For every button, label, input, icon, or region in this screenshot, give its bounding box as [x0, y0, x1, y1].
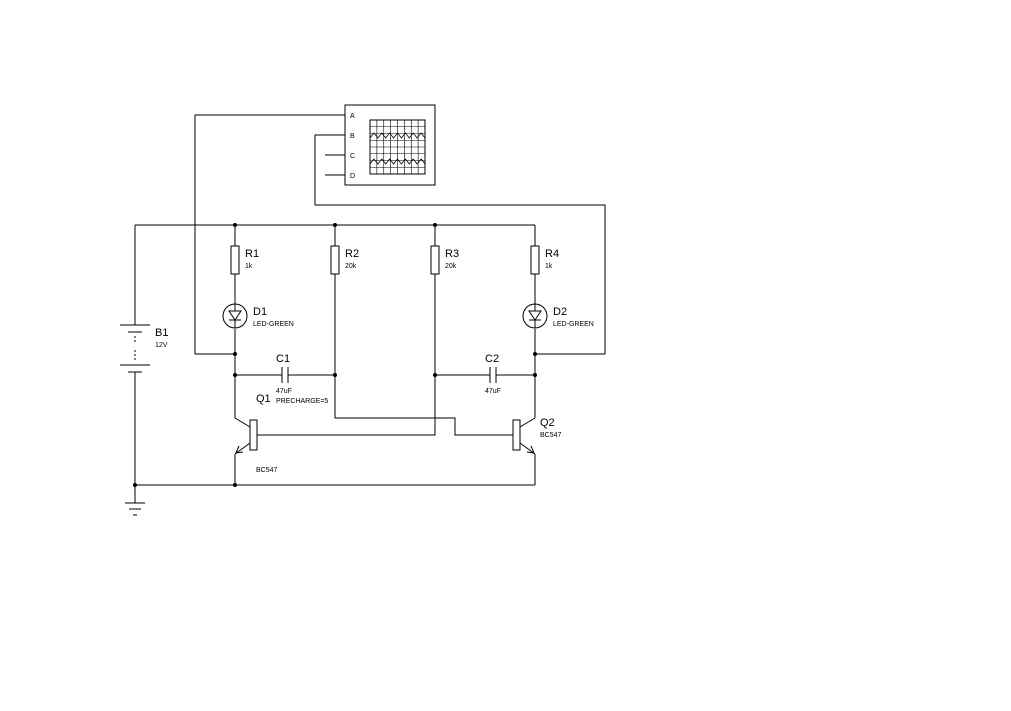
capacitor-c1[interactable]: C1 47uF PRECHARGE=5 — [276, 353, 328, 405]
resistor-ref: R1 — [245, 248, 259, 260]
junction-dot — [533, 352, 537, 356]
resistor-body — [230, 245, 240, 275]
transistor-ref: Q1 — [256, 393, 271, 405]
junction-dot — [433, 373, 437, 377]
led-triangle — [228, 310, 242, 321]
junctions — [133, 223, 537, 487]
resistor-r2[interactable]: R2 20k — [330, 245, 359, 275]
junction-dot — [133, 483, 137, 487]
resistor-body — [330, 245, 340, 275]
junction-dot — [233, 352, 237, 356]
capacitor-ref: C2 — [485, 353, 499, 365]
resistor-value: 1k — [545, 263, 553, 270]
transistor-q2[interactable]: Q2 BC547 — [512, 417, 562, 455]
led-d1[interactable]: D1 LED-GREEN — [222, 303, 294, 329]
resistor-r4[interactable]: R4 1k — [530, 245, 559, 275]
led-triangle — [528, 310, 542, 321]
junction-dot — [233, 223, 237, 227]
resistor-value: 20k — [345, 263, 357, 270]
battery-value: 12V — [155, 342, 168, 349]
transistor-collector — [234, 417, 251, 428]
transistor-emitter — [519, 442, 536, 455]
wire-probe-a — [194, 114, 345, 355]
led-d2[interactable]: D2 LED-GREEN — [522, 303, 594, 329]
transistor-base-bar — [249, 419, 258, 451]
capacitor-precharge: PRECHARGE=5 — [276, 398, 328, 405]
scope-channel-c: C — [350, 153, 355, 160]
junction-dot — [233, 483, 237, 487]
transistor-collector — [519, 417, 536, 428]
capacitor-c2[interactable]: C2 47uF — [485, 353, 501, 395]
junction-dot — [233, 373, 237, 377]
junction-dot — [333, 373, 337, 377]
ground-symbol — [125, 502, 145, 516]
led-value: LED-GREEN — [253, 321, 294, 328]
battery-b1[interactable]: B1 12V — [120, 324, 168, 373]
resistor-r3[interactable]: R3 20k — [430, 245, 459, 275]
resistor-value: 20k — [445, 263, 457, 270]
capacitor-value: 47uF — [276, 388, 292, 395]
wire-probe-b — [314, 134, 606, 355]
oscilloscope-screen — [369, 119, 426, 175]
transistor-ref: Q2 — [540, 417, 555, 429]
resistor-ref: R4 — [545, 248, 559, 260]
transistor-q1[interactable]: Q1 BC547 — [234, 393, 278, 474]
capacitor-ref: C1 — [276, 353, 290, 365]
wire-r2-bottom — [334, 274, 513, 436]
scope-channel-b: B — [350, 133, 355, 140]
screen-trace — [369, 132, 426, 140]
resistor-body — [430, 245, 440, 275]
transistor-value: BC547 — [540, 432, 562, 439]
junction-dot — [433, 223, 437, 227]
transistor-value: BC547 — [256, 467, 278, 474]
junction-dot — [533, 373, 537, 377]
resistor-r1[interactable]: R1 1k — [230, 245, 259, 275]
junction-dot — [333, 223, 337, 227]
oscilloscope[interactable]: A B C D — [344, 104, 436, 186]
resistor-value: 1k — [245, 263, 253, 270]
led-ref: D2 — [553, 306, 567, 318]
screen-trace — [369, 158, 426, 166]
battery-ref: B1 — [155, 327, 168, 339]
transistor-base-bar — [512, 419, 521, 451]
transistor-emitter — [234, 442, 251, 455]
emitter-arrow — [526, 445, 535, 454]
led-value: LED-GREEN — [553, 321, 594, 328]
resistor-ref: R2 — [345, 248, 359, 260]
resistor-ref: R3 — [445, 248, 459, 260]
capacitor-value: 47uF — [485, 388, 501, 395]
scope-channel-d: D — [350, 173, 355, 180]
emitter-arrow — [235, 445, 244, 454]
led-ref: D1 — [253, 306, 267, 318]
scope-channel-a: A — [350, 113, 355, 120]
resistor-body — [530, 245, 540, 275]
wire-r3-bottom — [257, 274, 436, 436]
